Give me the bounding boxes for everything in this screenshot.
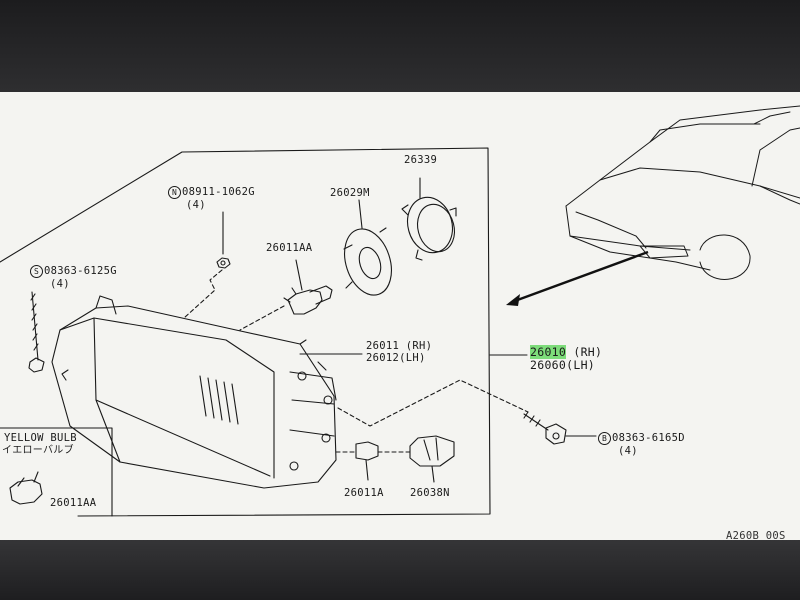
assembly-rh-part-label: 26010 (RH) bbox=[530, 345, 603, 359]
monitor-bezel-bottom bbox=[0, 540, 800, 600]
bulb-dashed-leader bbox=[239, 305, 285, 331]
boot-part-label: 26029M bbox=[330, 187, 370, 199]
vehicle-sketch-icon bbox=[565, 105, 800, 280]
main-bulb-part-label: 26011AA bbox=[266, 242, 313, 254]
page-code-label: A260B 00S bbox=[726, 530, 786, 542]
bolt-icon bbox=[523, 411, 597, 445]
inset-title-jp: イエローバルブ bbox=[2, 445, 74, 456]
small-bulb-part-label: 26011A bbox=[344, 487, 384, 499]
nut-dashed-leader bbox=[183, 269, 223, 319]
callout-arrow-icon bbox=[511, 250, 649, 304]
bulb-socket-icon bbox=[409, 435, 455, 483]
inset-box bbox=[0, 427, 113, 517]
bolt-dashed-leader bbox=[337, 379, 529, 427]
highlighted-part-number: 26010 bbox=[530, 345, 567, 359]
parts-diagram-screen bbox=[0, 92, 800, 540]
halogen-bulb-icon bbox=[283, 259, 333, 315]
screw-icon bbox=[28, 291, 45, 373]
lamp-rh-part-label: 26011 (RH) bbox=[366, 340, 433, 352]
socket-part-label: 26038N bbox=[410, 487, 450, 499]
small-bulb-icon bbox=[355, 441, 379, 481]
retainer-ring-icon bbox=[401, 177, 457, 261]
dust-boot-icon bbox=[343, 199, 392, 296]
retainer-part-label: 26339 bbox=[404, 154, 438, 166]
bolt-qty-label: (4) bbox=[618, 445, 638, 457]
nut-icon bbox=[216, 211, 231, 269]
inset-bulb-part-label: 26011AA bbox=[50, 497, 97, 509]
lamp-lh-part-label: 26012(LH) bbox=[366, 352, 426, 364]
nut-qty-label: (4) bbox=[186, 199, 206, 211]
diagram-frame bbox=[0, 147, 491, 517]
screw-qty-label: (4) bbox=[50, 278, 70, 290]
assembly-lh-part-label: 26060(LH) bbox=[530, 358, 596, 372]
headlamp-housing-icon bbox=[51, 295, 337, 489]
inset-bulb-icon bbox=[9, 471, 43, 505]
inset-title-en: YELLOW BULB bbox=[4, 432, 77, 444]
monitor-bezel-top bbox=[0, 0, 800, 92]
